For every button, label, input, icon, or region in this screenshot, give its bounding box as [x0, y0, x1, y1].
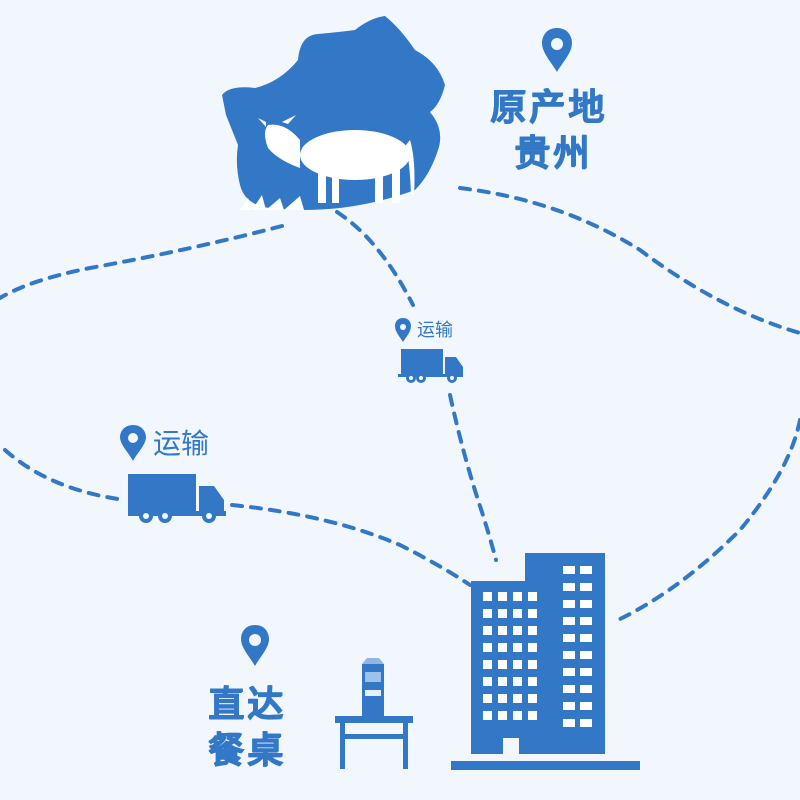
- building-window: [580, 719, 592, 727]
- truck-top-icon: [398, 349, 463, 383]
- origin-illustration: [222, 16, 445, 210]
- building-window: [563, 566, 575, 574]
- route-right-building: [616, 418, 800, 622]
- building-window: [528, 694, 537, 703]
- building-window: [563, 600, 575, 608]
- building-window: [563, 583, 575, 591]
- building-window: [580, 634, 592, 642]
- building-window: [563, 702, 575, 710]
- building-window: [483, 609, 492, 618]
- transport-left-label: 运输: [153, 427, 210, 460]
- building-window: [513, 592, 522, 601]
- table-icon: [335, 716, 413, 769]
- building-window: [513, 677, 522, 686]
- building-window: [528, 609, 537, 618]
- building-window: [580, 617, 592, 625]
- route-origin-right: [458, 186, 800, 335]
- building-window: [483, 643, 492, 652]
- building-window: [528, 643, 537, 652]
- building-window: [563, 685, 575, 693]
- building-window: [563, 719, 575, 727]
- destination-label: 直达 餐桌: [208, 682, 286, 774]
- office-building-icon: [451, 553, 640, 770]
- building-window: [483, 660, 492, 669]
- building-window: [498, 643, 507, 652]
- building-window: [498, 592, 507, 601]
- building-window: [580, 600, 592, 608]
- truck-left-icon: [128, 474, 226, 523]
- route-truck-building: [448, 393, 498, 562]
- destination-pin-icon: [241, 625, 269, 666]
- dashed-routes: [0, 186, 800, 622]
- building-window: [580, 583, 592, 591]
- building-window: [483, 592, 492, 601]
- building-window: [513, 626, 522, 635]
- cow-silhouette: [258, 115, 415, 203]
- route-left-truck: [3, 448, 127, 502]
- building-window: [498, 694, 507, 703]
- building-window: [498, 626, 507, 635]
- route-origin-truck: [335, 210, 415, 307]
- building-window: [580, 668, 592, 676]
- building-window: [513, 660, 522, 669]
- building-window: [483, 694, 492, 703]
- building-window: [528, 626, 537, 635]
- grass: [240, 195, 304, 210]
- building-window: [513, 694, 522, 703]
- building-window: [513, 711, 522, 720]
- milk-carton: [362, 658, 384, 716]
- building-window: [528, 660, 537, 669]
- origin-label: 原产地 贵州: [490, 85, 607, 177]
- destination-line1: 直达: [208, 684, 287, 725]
- building-window: [513, 609, 522, 618]
- route-left-building: [230, 503, 472, 587]
- transport-top-label: 运输: [417, 320, 453, 341]
- building-window: [498, 677, 507, 686]
- building-window: [563, 634, 575, 642]
- building-window: [498, 609, 507, 618]
- building-window: [528, 711, 537, 720]
- building-window: [483, 677, 492, 686]
- origin-line2: 贵州: [514, 133, 593, 174]
- building-window: [563, 651, 575, 659]
- building-window: [563, 668, 575, 676]
- transport-top-pin-icon: [395, 318, 411, 342]
- building-window: [580, 685, 592, 693]
- building-window: [563, 617, 575, 625]
- route-origin-left: [0, 224, 284, 300]
- building-window: [528, 592, 537, 601]
- origin-pin-icon: [542, 28, 572, 72]
- building-window: [580, 566, 592, 574]
- building-window: [483, 711, 492, 720]
- origin-line1: 原产地: [490, 87, 608, 128]
- building-window: [580, 702, 592, 710]
- building-window: [483, 626, 492, 635]
- transport-left-pin-icon: [120, 425, 146, 461]
- building-window: [498, 711, 507, 720]
- building-window: [580, 651, 592, 659]
- destination-line2: 餐桌: [208, 730, 287, 771]
- building-window: [498, 660, 507, 669]
- building-window: [513, 643, 522, 652]
- building-window: [528, 677, 537, 686]
